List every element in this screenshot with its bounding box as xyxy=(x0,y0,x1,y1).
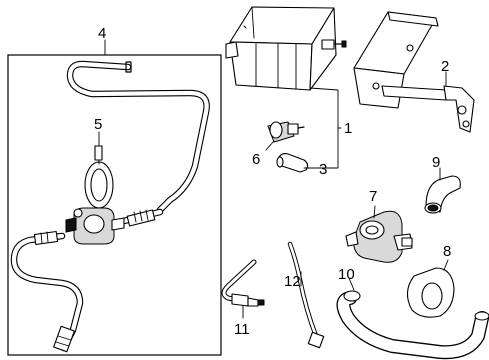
vapor-line-12 xyxy=(287,241,325,349)
purge-solenoid xyxy=(65,207,125,245)
vapor-hose-lower xyxy=(10,230,84,353)
callout-4: 4 xyxy=(98,25,106,42)
check-valve-7 xyxy=(345,205,413,263)
hose-9 xyxy=(424,167,461,214)
callout-8: 8 xyxy=(443,243,451,260)
callout-6: 6 xyxy=(252,151,260,168)
vapor-hose-upper xyxy=(66,60,210,214)
canister-bracket-2 xyxy=(353,11,475,133)
hose-10 xyxy=(336,277,489,360)
vent-solenoid-6 xyxy=(265,121,305,151)
group-box-4 xyxy=(7,39,222,356)
callout-9: 9 xyxy=(432,154,440,171)
evap-canister xyxy=(225,6,347,91)
purge-line-connector xyxy=(116,208,164,227)
vapor-pipe-11 xyxy=(221,259,265,319)
callout-2: 2 xyxy=(441,58,449,75)
callout-11: 11 xyxy=(234,321,250,338)
callout-1: 1 xyxy=(344,120,352,137)
callout-5: 5 xyxy=(94,116,102,133)
callout-7: 7 xyxy=(369,188,377,205)
callout-10: 10 xyxy=(338,266,355,283)
callout-12: 12 xyxy=(284,273,301,290)
callout-1-leaders xyxy=(309,87,342,169)
clamp-8 xyxy=(406,259,455,318)
filter-3 xyxy=(276,153,317,173)
clamp-5 xyxy=(84,131,114,209)
callout-3: 3 xyxy=(319,161,327,178)
